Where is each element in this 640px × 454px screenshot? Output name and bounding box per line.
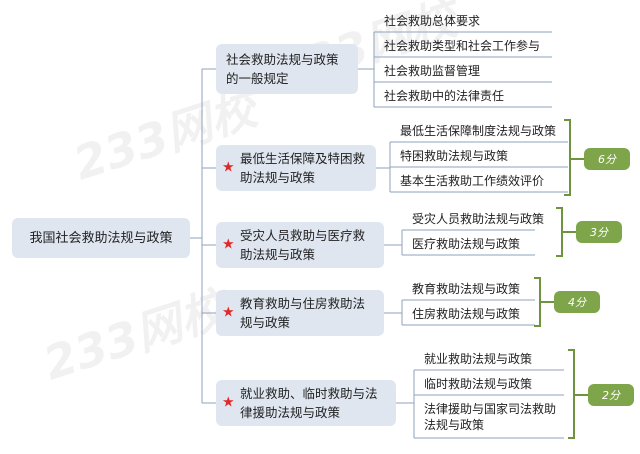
star-icon: ★: [222, 236, 235, 253]
leaf-node[interactable]: 住房救助法规与政策: [412, 307, 521, 321]
connector: [568, 349, 575, 439]
leaf-node[interactable]: 社会救助总体要求: [384, 14, 481, 28]
connector: [564, 119, 571, 196]
leaf-node[interactable]: 教育救助法规与政策: [412, 282, 521, 296]
leaf-node[interactable]: 医疗救助法规与政策: [412, 237, 521, 251]
connector: [556, 207, 563, 257]
leaf-node[interactable]: 社会救助监督管理: [384, 64, 481, 78]
score-badge: 2分: [588, 384, 634, 406]
leaf-node[interactable]: 社会救助类型和社会工作参与: [384, 39, 541, 53]
category-label: 受灾人员救助与医疗救助法规与政策: [240, 228, 366, 262]
leaf-node[interactable]: 法律援助与国家司法救助法规与政策: [424, 402, 557, 432]
leaf-node[interactable]: 临时救助法规与政策: [424, 377, 533, 391]
score-badge: 6分: [584, 148, 630, 170]
category-node[interactable]: ★ 受灾人员救助与医疗救助法规与政策: [216, 222, 384, 268]
star-icon: ★: [222, 394, 235, 411]
connector: [534, 277, 541, 327]
leaf-node[interactable]: 就业救助法规与政策: [424, 352, 533, 366]
star-icon: ★: [222, 304, 235, 321]
category-node[interactable]: ★ 教育救助与住房救助法规与政策: [216, 290, 384, 336]
leaf-node[interactable]: 基本生活救助工作绩效评价: [400, 174, 545, 188]
leaf-node[interactable]: 最低生活保障制度法规与政策: [400, 124, 557, 138]
category-label: 社会救助法规与政策的一般规定: [226, 52, 339, 86]
score-badge: 3分: [576, 221, 622, 243]
leaf-node[interactable]: 社会救助中的法律责任: [384, 89, 505, 103]
root-node[interactable]: 我国社会救助法规与政策: [12, 218, 190, 258]
category-node[interactable]: 社会救助法规与政策的一般规定: [216, 44, 358, 94]
leaf-node[interactable]: 特困救助法规与政策: [400, 149, 509, 163]
leaf-node[interactable]: 受灾人员救助法规与政策: [412, 212, 545, 226]
category-label: 就业救助、临时救助与法律援助法规与政策: [240, 386, 378, 420]
category-label: 最低生活保障及特困救助法规与政策: [240, 151, 366, 185]
star-icon: ★: [222, 159, 235, 176]
score-badge: 4分: [554, 291, 600, 313]
category-node[interactable]: ★ 最低生活保障及特困救助法规与政策: [216, 145, 376, 191]
category-label: 教育救助与住房救助法规与政策: [240, 296, 366, 330]
category-node[interactable]: ★ 就业救助、临时救助与法律援助法规与政策: [216, 380, 396, 426]
